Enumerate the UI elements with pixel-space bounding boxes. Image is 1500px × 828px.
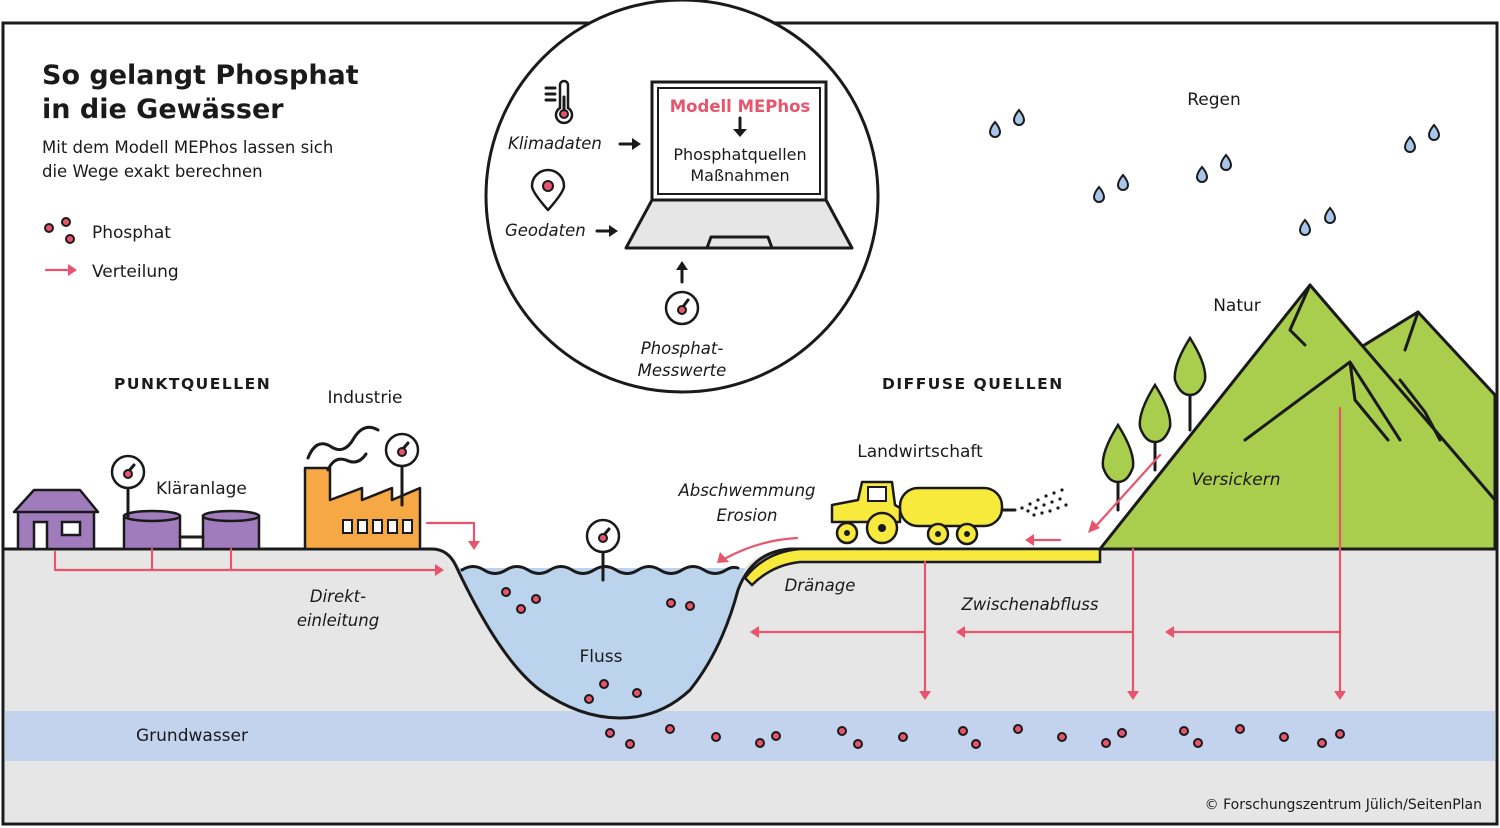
legend-arrow-icon: [44, 264, 77, 276]
groundwater-band: [5, 711, 1495, 761]
versickern-label: Versickern: [1191, 470, 1280, 490]
title-line-2: in die Gewässer: [42, 94, 284, 125]
regen-label: Regen: [1187, 90, 1241, 110]
model-title: Modell MEPhos: [670, 97, 811, 116]
factory: [303, 425, 422, 551]
subtitle-line-2: die Wege exakt berechnen: [42, 162, 263, 181]
title-line-1: So gelangt Phosphat: [42, 60, 359, 91]
thermometer-icon: [544, 79, 574, 125]
location-pin-icon: [530, 168, 566, 212]
legend-phosphat-label: Phosphat: [92, 223, 171, 243]
erosion-label: Erosion: [716, 506, 777, 525]
direkt-label: Direkt-: [310, 587, 366, 606]
house: [12, 488, 100, 551]
mountain-big: [1098, 283, 1497, 551]
input-geo-label: Geodaten: [505, 221, 586, 240]
soil: [5, 549, 1495, 822]
input-measure-line-1: Phosphat-: [641, 339, 724, 358]
river-waves: [460, 565, 740, 575]
laptop-icon: [624, 80, 854, 250]
gauge-icon: [585, 518, 621, 582]
abschwemmung-label: Abschwemmung: [677, 481, 815, 500]
gauge-icon: [384, 432, 420, 507]
grundwasser-label: Grundwasser: [136, 726, 248, 746]
gauge-icon: [110, 454, 146, 518]
legend-verteilung-label: Verteilung: [92, 262, 179, 282]
field-strip: [743, 547, 1102, 587]
klaeranlage-label: Kläranlage: [156, 479, 247, 499]
trees: [1101, 335, 1207, 512]
zwischenabfluss-label: Zwischenabfluss: [960, 595, 1098, 614]
industrie-label: Industrie: [327, 388, 402, 408]
tractor: [830, 480, 1068, 546]
phosphate-dots: [501, 587, 1345, 749]
legend-phosphat-icon: [44, 217, 75, 244]
diffuse-quellen-label: DIFFUSE QUELLEN: [882, 375, 1064, 393]
measurement-gauge-icon: [664, 290, 700, 326]
natur-label: Natur: [1213, 296, 1261, 316]
river-bed: [3, 547, 1112, 720]
punktquellen-label: PUNKTQUELLEN: [114, 375, 271, 393]
draenage-label: Dränage: [785, 576, 856, 595]
flow-arrows: [53, 406, 1346, 700]
input-arrows: [595, 138, 688, 284]
landwirtschaft-label: Landwirtschaft: [857, 442, 983, 462]
input-measure-line-2: Messwerte: [638, 361, 727, 380]
model-output-line-1: Phosphatquellen: [673, 145, 806, 164]
credit-label: © Forschungszentrum Jülich/SeitenPlan: [1205, 797, 1482, 813]
subtitle-line-1: Mit dem Modell MEPhos lassen sich: [42, 138, 333, 157]
input-climate-label: Klimadaten: [508, 134, 602, 153]
model-output-line-2: Maßnahmen: [690, 166, 789, 185]
treatment-plant: [122, 509, 261, 551]
fluss-label: Fluss: [580, 647, 623, 667]
mountain-ridges: [1243, 283, 1442, 442]
einleitung-label: einleitung: [297, 611, 379, 630]
rain-drops: [988, 108, 1441, 236]
